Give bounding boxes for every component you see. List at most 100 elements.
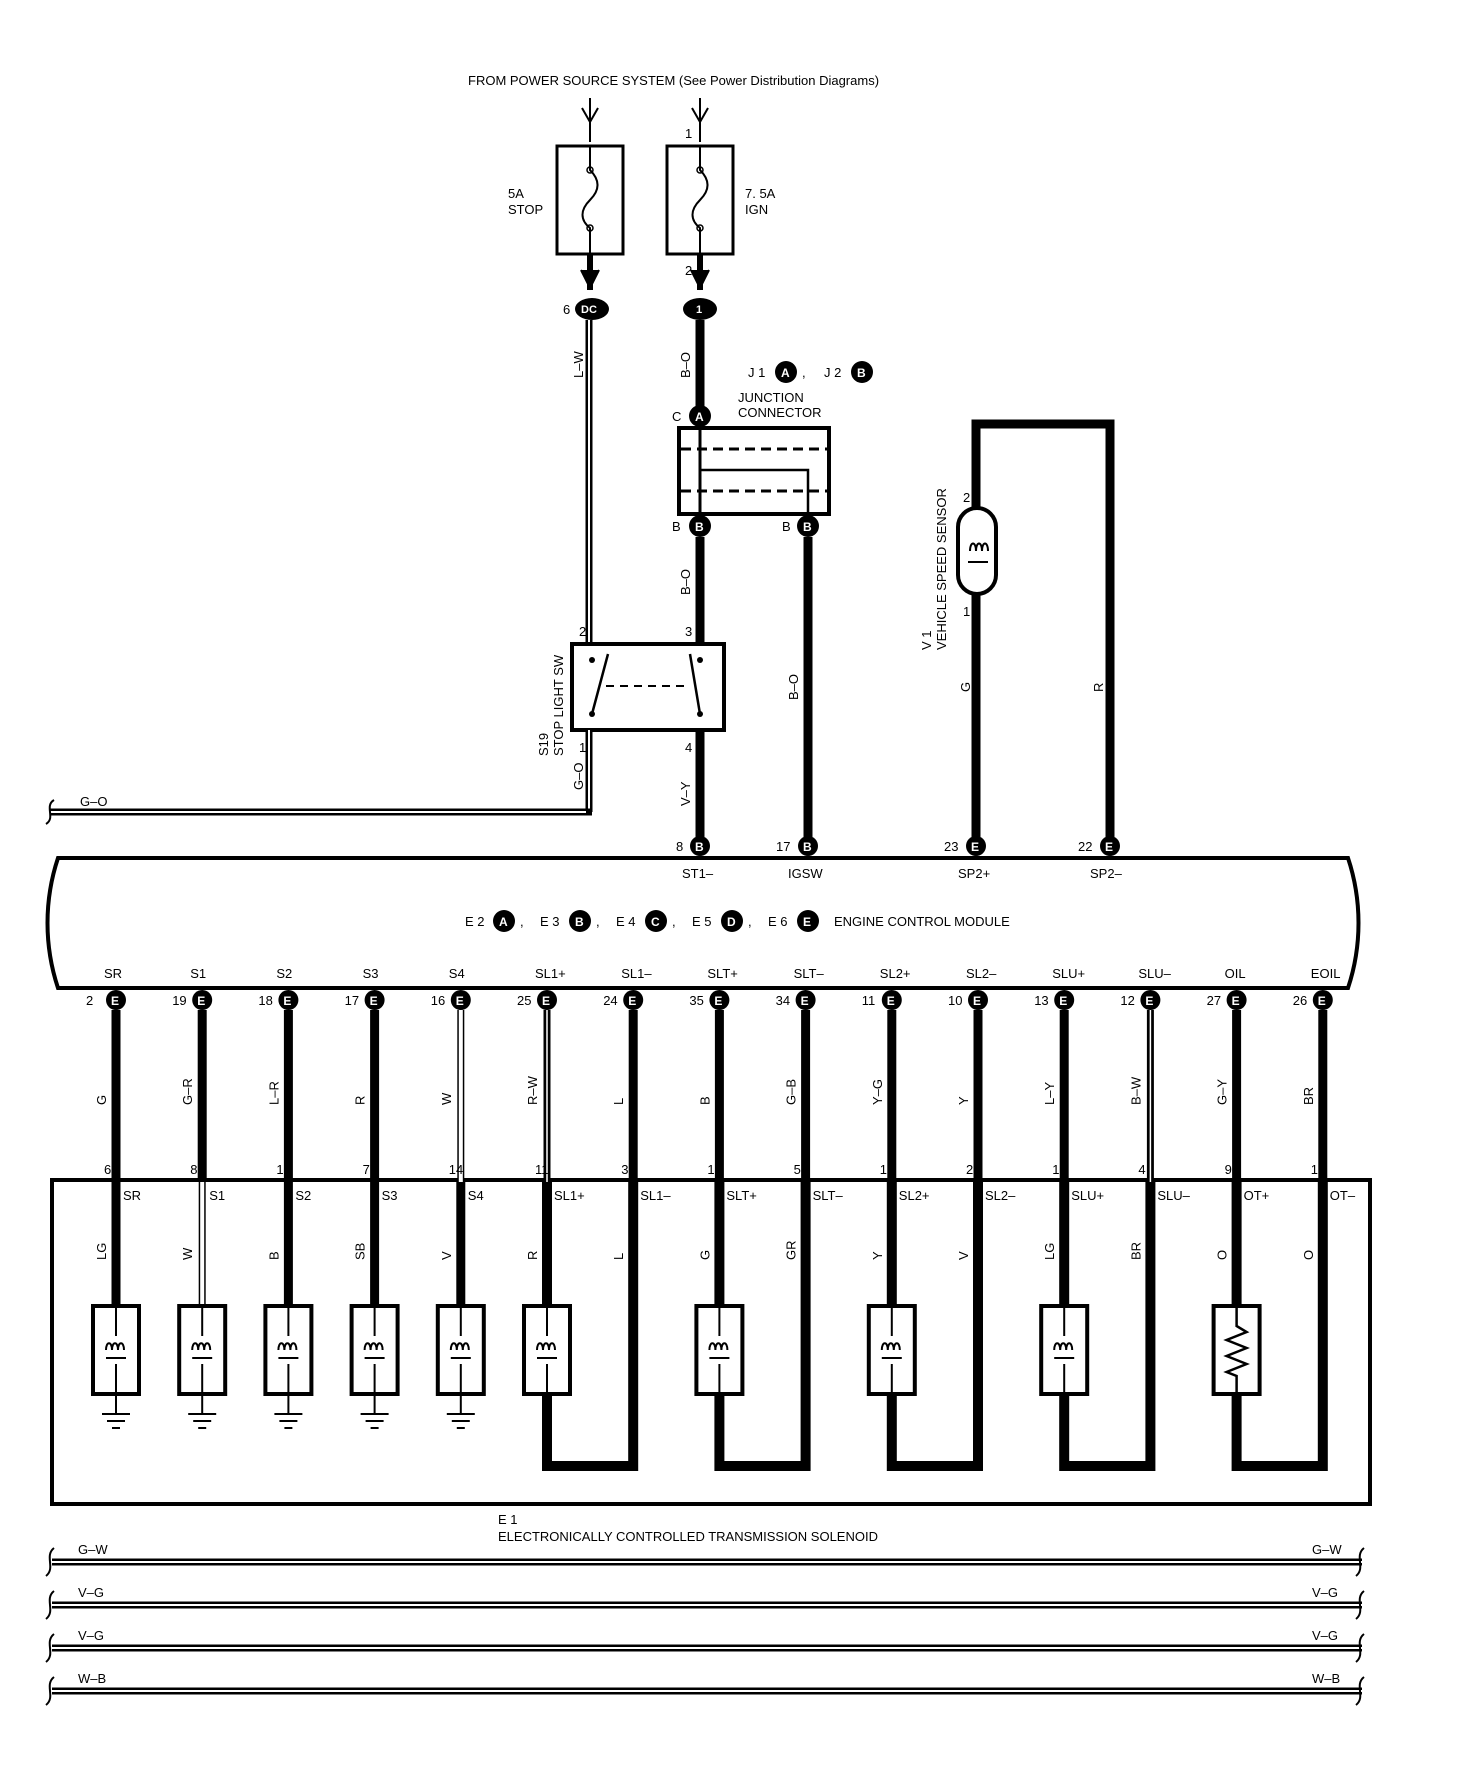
ecm-pin-igsw: 17 [776,839,790,854]
connector-1: 1 [683,298,717,320]
ecm-bottom-circuits: SRE2G6SRLGS1E19G–R8S1WS2E18L–R15S2BS3E17… [86,966,1356,1471]
svg-text:B: B [857,366,866,380]
solenoid-wire-label: LG [1042,1243,1057,1260]
svg-text:E: E [197,994,205,1008]
svg-text:B: B [575,915,584,929]
solenoid-pin: 15 [276,1162,290,1177]
ecm-bottom-label: S1 [190,966,206,981]
svg-text:A: A [695,410,704,424]
solenoid-pin: 6 [104,1162,111,1177]
vss-pin-1: 1 [963,604,970,619]
vss-id: V 1 [919,630,934,650]
vehicle-speed-sensor: 2 1 V 1 VEHICLE SPEED SENSOR G R [919,419,1115,840]
solenoid-label: SLT+ [726,1188,756,1203]
svg-text:E: E [456,994,464,1008]
solenoid-wire-label: LG [94,1243,109,1260]
ecm-bottom-wire-label: G–B [784,1079,799,1105]
stop-sw-pin-1: 1 [579,740,586,755]
ecm-bottom-label: OIL [1225,966,1246,981]
solenoid-wire-label: G [697,1250,712,1260]
vss-pin-2: 2 [963,490,970,505]
fuse-ign-pin-out: 2 [685,263,692,278]
wire-stop-out-label: G–O [571,763,586,790]
ecm-bottom-pin: 27 [1207,993,1221,1008]
ecm-top-pins: B 8 ST1– B 17 IGSW E 23 SP2+ E 22 SP2– [676,836,1123,881]
solenoid-wire-label: O [1215,1250,1230,1260]
bus-wire-left-label: V–G [78,1585,104,1600]
svg-text:,: , [596,914,600,929]
svg-text:,: , [748,914,752,929]
bus-wire-left-label: V–G [78,1628,104,1643]
solenoid-pin: 2 [966,1162,973,1177]
solenoid-pin: 13 [707,1162,721,1177]
ecm-label-sp2p: SP2+ [958,866,990,881]
solenoid-wire-label: GR [784,1241,799,1261]
ecm-bottom-wire-label: B–W [1128,1076,1143,1105]
bus-wire-right-label: G–W [1312,1542,1342,1557]
engine-control-module: E 2 A , E 3 B , E 4 C , E 5 D , E 6 E EN… [45,856,1361,990]
ecm-bottom-label: SL1– [621,966,652,981]
stop-sw-pin-4: 4 [685,740,692,755]
solenoid-name: ELECTRONICALLY CONTROLLED TRANSMISSION S… [498,1529,878,1544]
svg-text:E: E [803,915,811,929]
solenoid-pin: 14 [449,1162,463,1177]
ecm-name: ENGINE CONTROL MODULE [834,914,1010,929]
ecm-bottom-label: SLT– [794,966,825,981]
ecm-bottom-wire-label: G [94,1095,109,1105]
svg-text:B: B [695,840,704,854]
svg-text:E: E [1318,994,1326,1008]
ecm-bottom-label: SL2+ [880,966,911,981]
svg-text:D: D [727,915,736,929]
solenoid-label: S1 [209,1188,225,1203]
ecm-bottom-label: EOIL [1311,966,1341,981]
wire-ign-feed-label: B–O [678,352,693,378]
svg-text:E 3: E 3 [540,914,560,929]
svg-text:E: E [283,994,291,1008]
solenoid-pin: 7 [363,1162,370,1177]
bus-wire-right-label: W–B [1312,1671,1340,1686]
solenoid-pin: 5 [794,1162,801,1177]
solenoid-label: SLU+ [1071,1188,1104,1203]
solenoid-pin: 3 [621,1162,628,1177]
ecm-bottom-pin: 18 [258,993,272,1008]
ecm-bottom-label: SR [104,966,122,981]
solenoid-pin: 8 [190,1162,197,1177]
bus-wire-right-label: V–G [1312,1585,1338,1600]
junction-top-pin: C [672,409,681,424]
solenoid-wire-label: V [439,1251,454,1260]
solenoid-pin: 4 [1138,1162,1145,1177]
solenoid-id: E 1 [498,1512,518,1527]
ecm-bottom-label: SLT+ [707,966,737,981]
bus-wire-left-label: G–W [78,1542,108,1557]
ecm-bottom-wire-label: L–Y [1042,1082,1057,1105]
ecm-bottom-pin: 2 [86,993,93,1008]
svg-text:,: , [672,914,676,929]
svg-text:E: E [1232,994,1240,1008]
ecm-bottom-wire-label: B [697,1096,712,1105]
ecm-connector-list: E 2 A , E 3 B , E 4 C , E 5 D , E 6 E [465,910,819,932]
diagram-title: FROM POWER SOURCE SYSTEM (See Power Dist… [468,73,879,88]
wire-igsw-label: B–O [786,674,801,700]
ecm-bottom-wire-label: G–Y [1215,1079,1230,1105]
solenoid-wire-label: L [611,1253,626,1260]
fuse-ign: 1 7. 5A IGN 2 [665,98,776,278]
wire-vss-r-label: R [1091,683,1106,692]
ecm-bottom-pin: 17 [345,993,359,1008]
ecm-bottom-pin: 11 [862,993,876,1008]
solenoid-wire-label: BR [1128,1242,1143,1260]
svg-text:B: B [803,840,812,854]
svg-text:,: , [520,914,524,929]
stop-sw-name: STOP LIGHT SW [551,654,566,756]
solenoid-wire-label: V [956,1251,971,1260]
svg-text:E: E [973,994,981,1008]
vss-name: VEHICLE SPEED SENSOR [934,488,949,650]
ecm-bottom-label: SLU– [1138,966,1171,981]
svg-text:C: C [651,915,660,929]
svg-text:E: E [1145,994,1153,1008]
svg-text:E: E [971,840,979,854]
svg-text:DC: DC [581,304,597,316]
ecm-label-igsw: IGSW [788,866,823,881]
svg-text:E: E [111,994,119,1008]
junction-j2-label: J 2 [824,365,841,380]
